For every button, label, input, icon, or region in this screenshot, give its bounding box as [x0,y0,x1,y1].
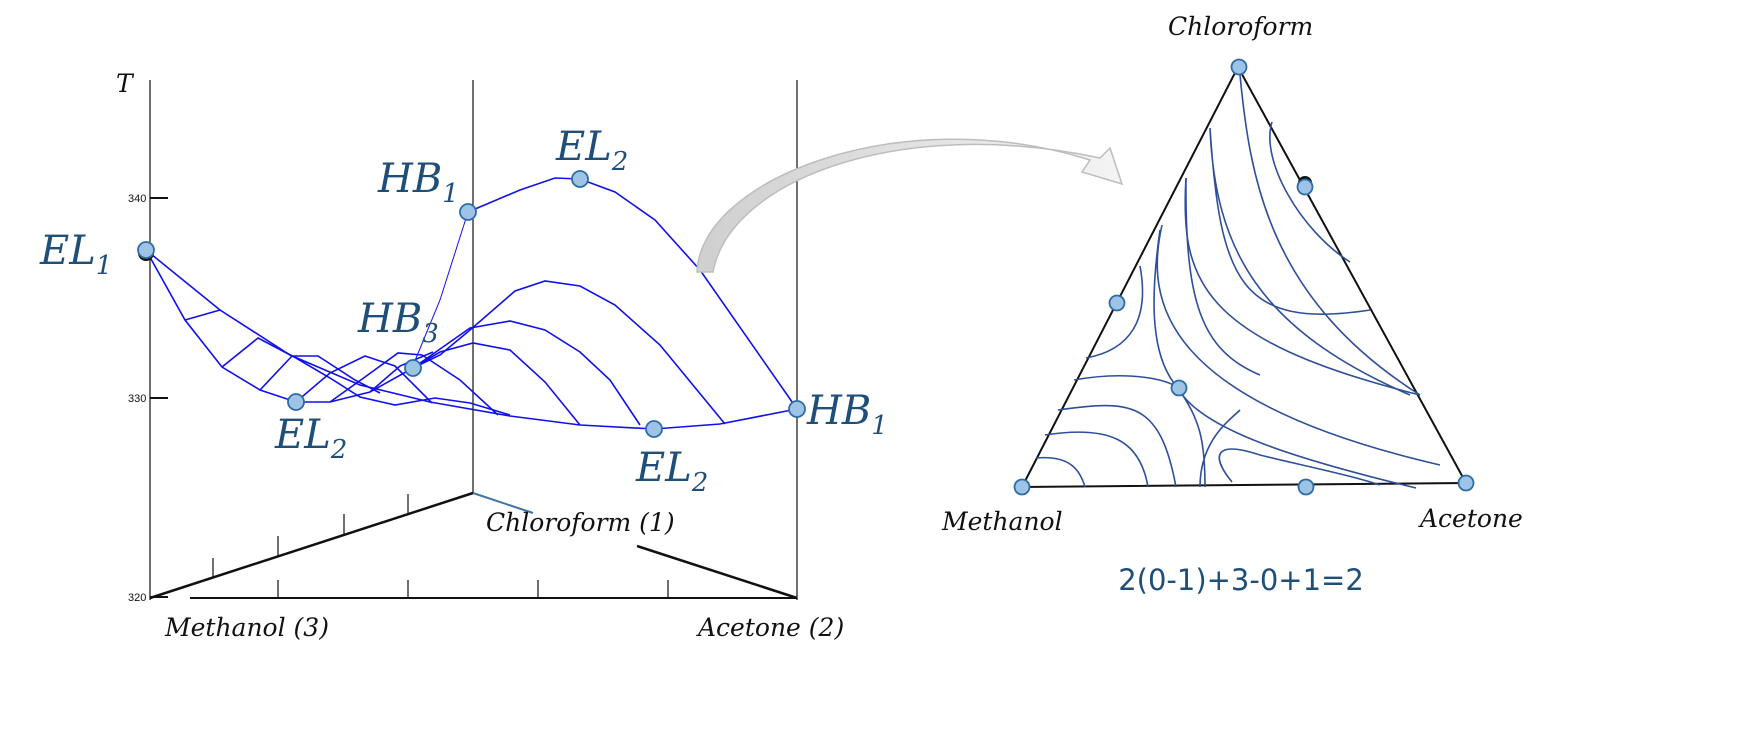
point-el1 [137,241,155,259]
point-hb3 [404,359,422,377]
azeotrope-methanol-acetone-point [1297,478,1315,496]
label-hb1-right: HB1 [806,388,888,441]
ternary-left-label: Methanol [941,507,1063,536]
vertex-acetone-point [1457,474,1475,492]
chloroform-1-label: Chloroform (1) [486,508,675,537]
left-plot-axes [149,80,798,600]
vertex-methanol-point [1013,478,1031,496]
label-el2-right: EL2 [635,445,708,498]
curved-arrow-icon [696,138,1124,273]
topology-equation: 2(0-1)+3-0+1=2 [1118,563,1364,597]
label-el1: EL1 [39,228,112,281]
label-hb3: HB3 [357,296,439,349]
residue-curves [1035,74,1441,489]
tick-340: 340 [128,193,146,205]
azeotrope-chloroform-acetone-point [1296,178,1314,196]
label-el2-left: EL2 [274,412,347,465]
label-hb1-top: HB1 [377,156,459,209]
point-el2-right [645,420,663,438]
temperature-surface-curves [145,177,798,430]
ternary-azeotrope-point [1170,379,1188,397]
point-el2-top [571,170,589,188]
label-el2-top: EL2 [555,124,628,177]
point-el2-left [287,393,305,411]
left-plot-points [137,170,806,438]
azeotrope-chloroform-methanol-point [1108,294,1126,312]
point-hb1-right [788,400,806,418]
tick-330: 330 [128,393,146,405]
acetone-2-label: Acetone (2) [696,613,844,642]
point-hb1-top [459,203,477,221]
methanol-3-label: Methanol (3) [164,613,329,642]
t-axis-label: T [116,69,135,98]
ternary-right-label: Acetone [1418,504,1523,533]
vertex-chloroform-point [1230,58,1248,76]
ternary-top-label: Chloroform [1168,12,1313,41]
tick-320: 320 [128,592,146,604]
ternary-triangle [1013,58,1475,496]
